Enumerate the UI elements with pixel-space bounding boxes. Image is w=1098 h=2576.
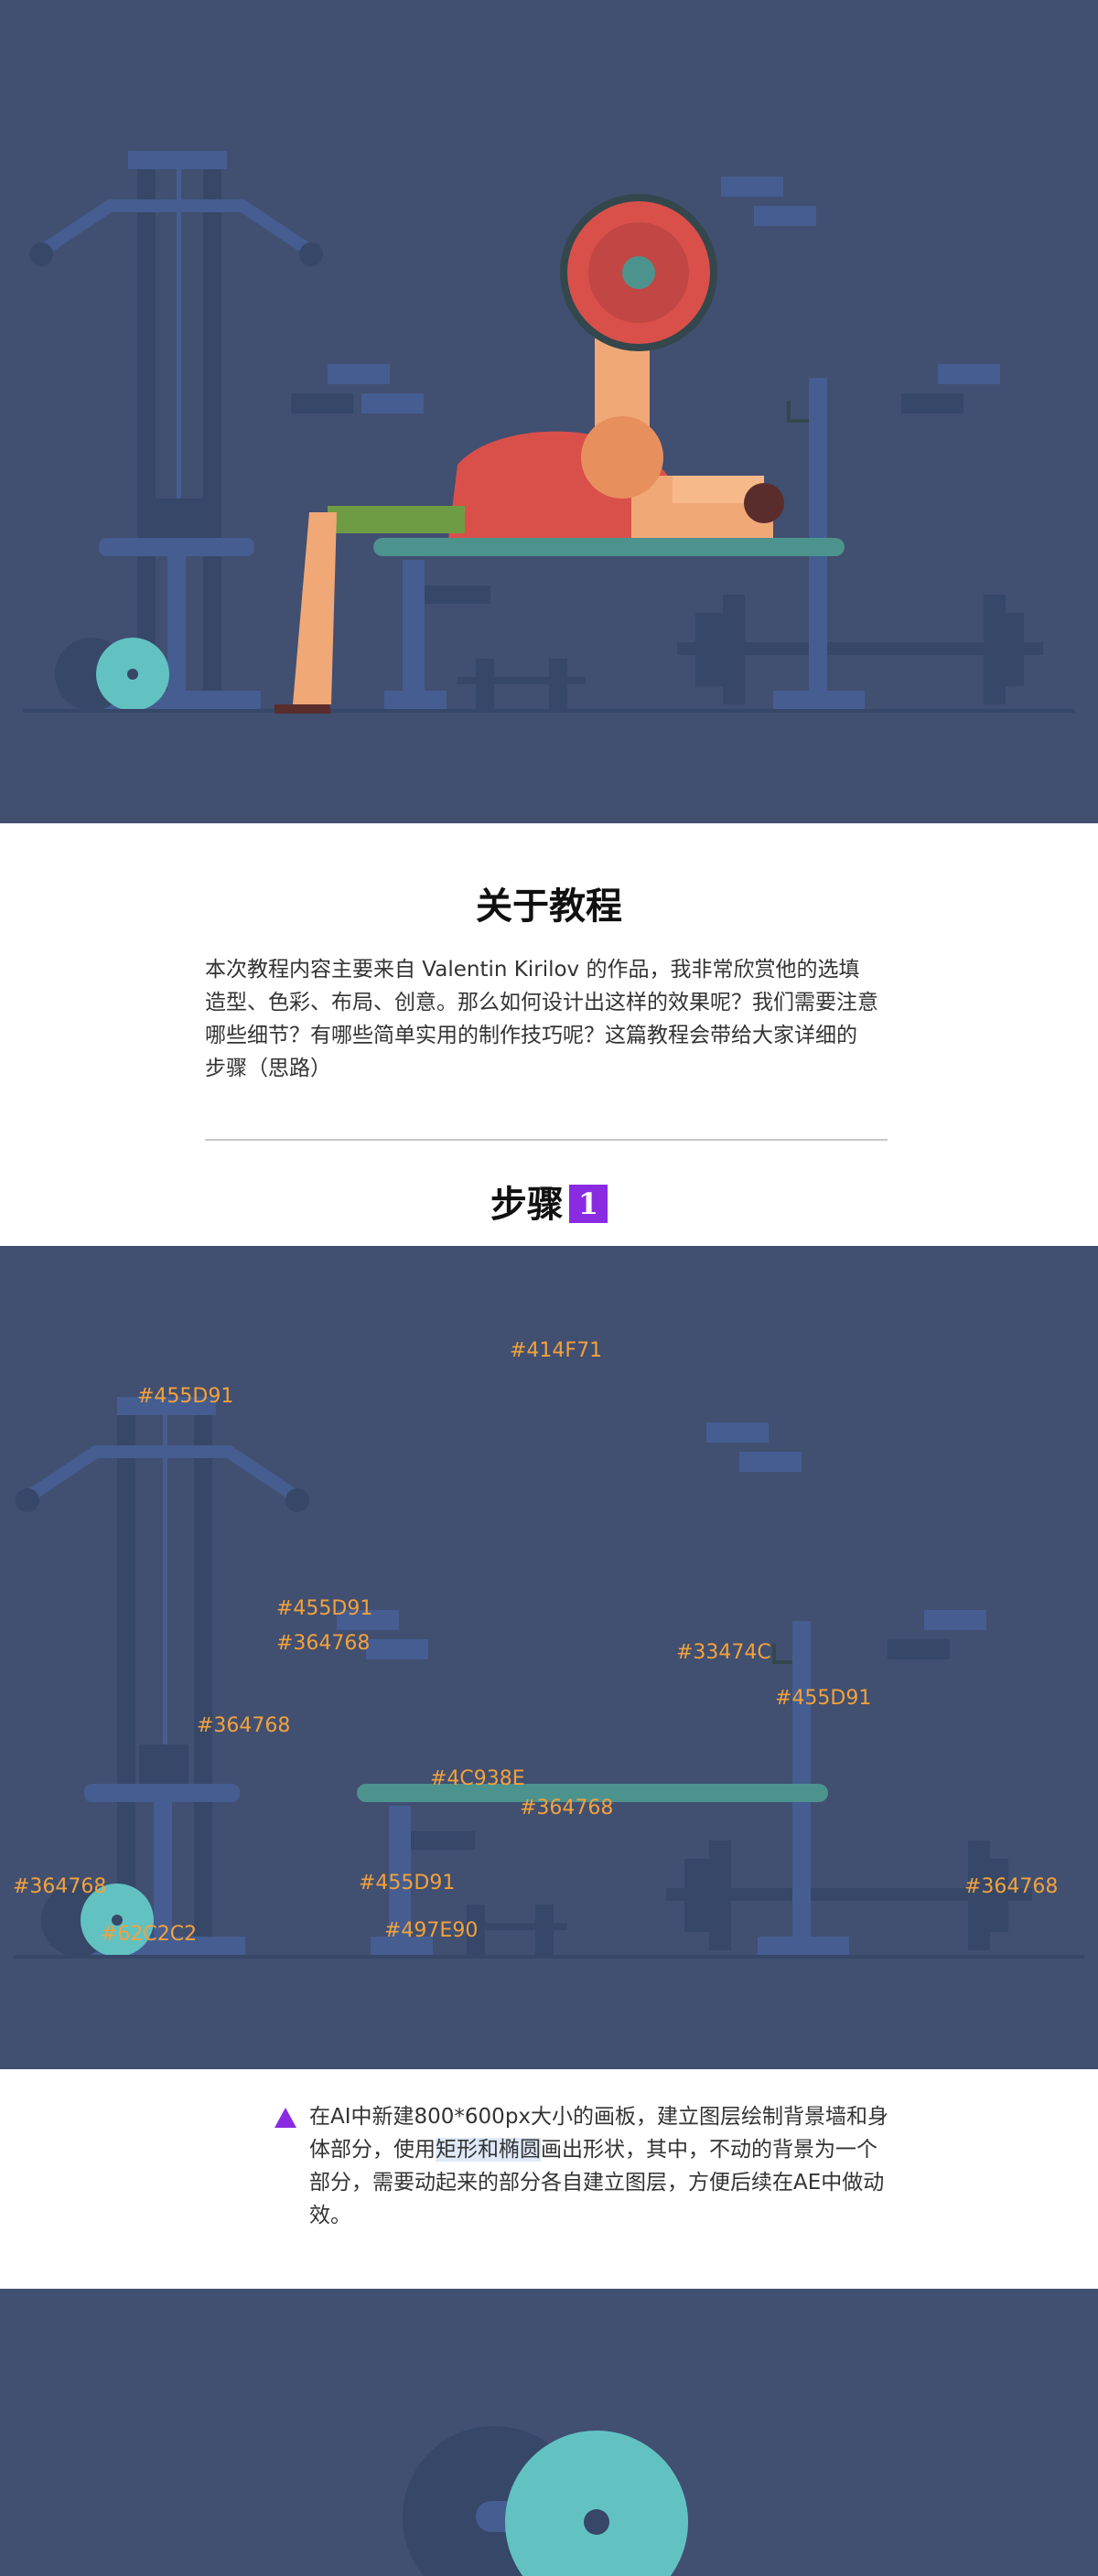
color-label: #455D91 <box>359 1872 456 1894</box>
hero-illustration <box>0 0 1098 823</box>
color-label: #455D91 <box>137 1385 234 1408</box>
step1-note-text-end: 画出形状，其中，不动的背景为一个部分，需要动起来的部分各自建立图层，方便后续在A… <box>309 2138 885 2227</box>
background-layer-scene <box>0 1246 1098 2069</box>
color-label: #62C2C2 <box>101 1923 198 1946</box>
color-label: #455D91 <box>775 1687 872 1710</box>
wall-bricks <box>328 177 1000 413</box>
about-line: 本次教程内容主要来自 Valentin Kirilov 的作品，我非常欣赏他的选… <box>205 958 860 982</box>
color-label: #364768 <box>276 1632 371 1655</box>
triangle-bullet-icon <box>274 2108 296 2128</box>
color-label: #364768 <box>964 1875 1059 1898</box>
bench-top <box>373 538 845 556</box>
color-label: #364768 <box>520 1797 614 1819</box>
color-label: #33474C <box>676 1641 771 1664</box>
step-number-badge: 1 <box>568 1185 608 1223</box>
lifter-figure <box>274 220 784 714</box>
background-barbell <box>458 595 1043 710</box>
color-label: #497E90 <box>384 1919 479 1942</box>
bench-press-scene <box>0 0 1098 823</box>
color-label: #364768 <box>197 1714 291 1737</box>
color-label: #455D91 <box>276 1597 373 1620</box>
step1-note-highlight: 矩形和椭圆 <box>436 2138 541 2162</box>
weight-plates-scene <box>0 2289 1098 2576</box>
step-label: 步骤 <box>490 1183 564 1226</box>
step2-illustration-partial <box>0 2289 1098 2576</box>
about-line: 造型、色彩、布局、创意。那么如何设计出这样的效果呢？我们需要注意 <box>205 991 878 1014</box>
cable-machine <box>29 151 323 711</box>
step1-note-text: 在AI中新建800*600px大小的画板，建立图层绘制背景墙和身体部分，使用 <box>309 2105 889 2162</box>
bench <box>384 560 490 709</box>
color-label: #4C938E <box>430 1767 525 1790</box>
section-divider <box>205 1139 888 1141</box>
about-line: 步骤（思路） <box>205 1057 331 1080</box>
about-line: 哪些细节？有哪些简单实用的制作技巧呢？这篇教程会带给大家详细的 <box>205 1024 857 1047</box>
step1-illustration: #414F71 #455D91 #455D91 #364768 #364768 … <box>0 1246 1098 2069</box>
step1-note: 在AI中新建800*600px大小的画板，建立图层绘制背景墙和身体部分，使用矩形… <box>274 2100 895 2232</box>
about-paragraph: 本次教程内容主要来自 Valentin Kirilov 的作品，我非常欣赏他的选… <box>205 953 897 1085</box>
barbell-plate <box>560 194 717 351</box>
about-title: 关于教程 <box>476 885 622 928</box>
color-label: #364768 <box>13 1875 107 1898</box>
color-label: #414F71 <box>510 1339 603 1362</box>
